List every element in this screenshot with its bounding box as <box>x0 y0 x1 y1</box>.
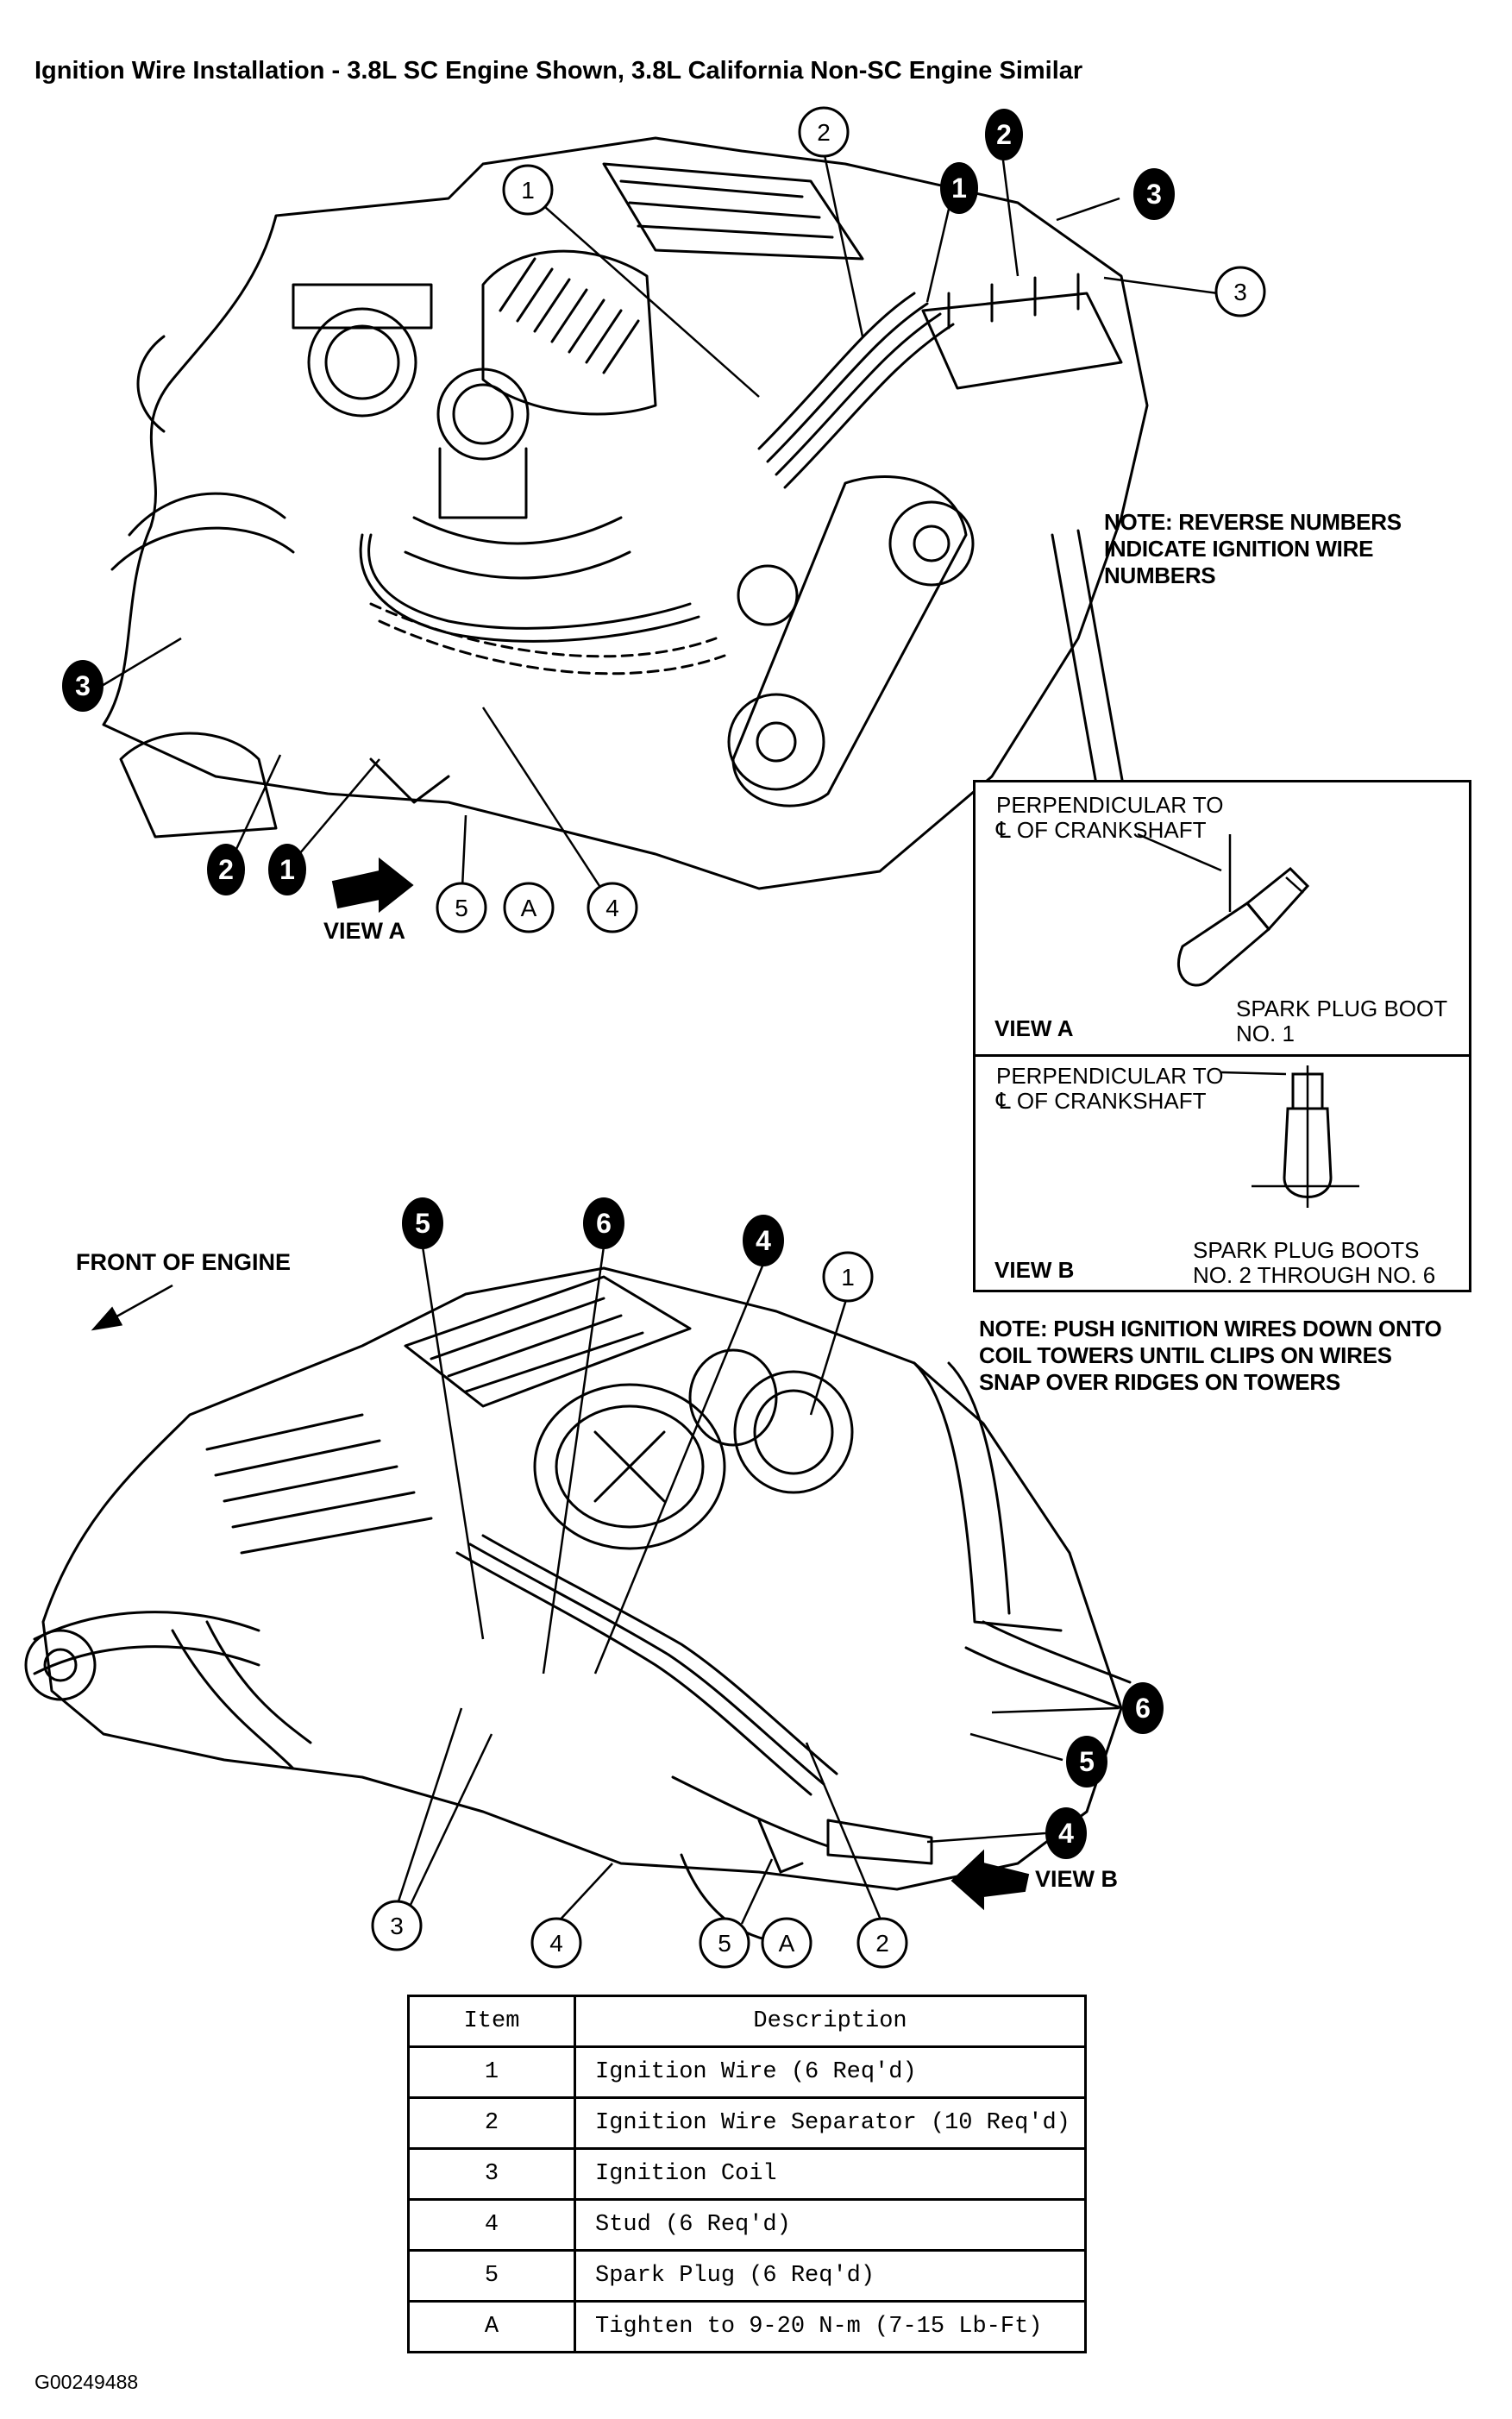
view-a-label: VIEW A <box>323 918 406 944</box>
detail-view-b: PERPENDICULAR TO ℄ OF CRANKSHAFT VIEW B … <box>976 1057 1469 1290</box>
top-callout-3: 3 <box>1233 279 1247 305</box>
detail-view-a: PERPENDICULAR TO ℄ OF CRANKSHAFT VIEW A … <box>976 782 1469 1054</box>
detail-views-panel: PERPENDICULAR TO ℄ OF CRANKSHAFT VIEW A … <box>973 780 1471 1292</box>
bottom-callout-5: 5 <box>718 1930 731 1957</box>
table-header-row: Item Description <box>407 1995 1087 2048</box>
table-row: A Tighten to 9-20 N-m (7-15 Lb-Ft) <box>407 2300 1087 2353</box>
table-row: 2 Ignition Wire Separator (10 Req'd) <box>407 2096 1087 2150</box>
top-callout-5: 5 <box>455 895 468 921</box>
bottom-reverse-4a: 4 <box>756 1225 771 1256</box>
table-row: 5 Spark Plug (6 Req'd) <box>407 2249 1087 2303</box>
bottom-reverse-callouts <box>402 1197 1164 1859</box>
table-cell-item: 3 <box>407 2147 576 2201</box>
top-callout-leaders <box>101 150 1219 907</box>
top-reverse-2a: 2 <box>996 119 1012 150</box>
bottom-reverse-5b: 5 <box>1079 1746 1095 1777</box>
table-cell-description: Tighten to 9-20 N-m (7-15 Lb-Ft) <box>574 2300 1087 2353</box>
bottom-reverse-6a: 6 <box>596 1208 612 1239</box>
view-a-title: VIEW A <box>994 1015 1074 1041</box>
bottom-callout-3: 3 <box>390 1913 404 1939</box>
table-header-description: Description <box>574 1995 1087 2048</box>
top-callout-4: 4 <box>605 895 619 921</box>
view-a-reference: PERPENDICULAR TO ℄ OF CRANKSHAFT <box>996 792 1224 843</box>
table-cell-item: A <box>407 2300 576 2353</box>
top-open-callouts <box>436 106 1266 933</box>
parts-table: Item Description 1 Ignition Wire (6 Req'… <box>407 1995 1087 2353</box>
top-reverse-3b: 3 <box>75 670 91 701</box>
table-cell-item: 5 <box>407 2249 576 2303</box>
table-cell-item: 1 <box>407 2045 576 2099</box>
view-b-arrow <box>950 1849 1030 1911</box>
detail-divider <box>976 1054 1469 1057</box>
table-header-item: Item <box>407 1995 576 2048</box>
top-callout-2: 2 <box>817 119 831 146</box>
bottom-callout-leaders <box>395 1246 1120 1925</box>
table-cell-description: Stud (6 Req'd) <box>574 2198 1087 2252</box>
bottom-reverse-6b: 6 <box>1135 1693 1151 1724</box>
top-reverse-2b: 2 <box>218 854 234 885</box>
bottom-callout-1: 1 <box>841 1264 855 1291</box>
table-cell-description: Ignition Wire (6 Req'd) <box>574 2045 1087 2099</box>
bottom-open-callouts <box>371 1251 908 1969</box>
table-cell-item: 2 <box>407 2096 576 2150</box>
table-cell-description: Ignition Coil <box>574 2147 1087 2201</box>
top-callout-1: 1 <box>521 177 535 204</box>
figure-id: G00249488 <box>35 2371 139 2393</box>
top-reverse-3a: 3 <box>1146 179 1162 210</box>
view-b-label: VIEW B <box>1035 1866 1119 1892</box>
top-reverse-callouts <box>62 109 1175 895</box>
note-reverse-numbers: NOTE: REVERSE NUMBERS INDICATE IGNITION … <box>1104 509 1402 588</box>
view-b-title: VIEW B <box>994 1257 1075 1283</box>
view-a-caption: SPARK PLUG BOOT NO. 1 <box>1236 996 1448 1046</box>
note-push-wires: NOTE: PUSH IGNITION WIRES DOWN ONTO COIL… <box>979 1316 1442 1395</box>
table-row: 1 Ignition Wire (6 Req'd) <box>407 2045 1087 2099</box>
table-cell-description: Ignition Wire Separator (10 Req'd) <box>574 2096 1087 2150</box>
table-row: 4 Stud (6 Req'd) <box>407 2198 1087 2252</box>
bottom-reverse-5a: 5 <box>415 1208 430 1239</box>
top-callout-a: A <box>521 895 537 921</box>
top-reverse-1b: 1 <box>279 854 295 885</box>
top-engine-drawing <box>102 136 1149 890</box>
table-cell-item: 4 <box>407 2198 576 2252</box>
page-title: Ignition Wire Installation - 3.8L SC Eng… <box>35 57 1083 85</box>
bottom-engine-drawing <box>24 1266 1132 1945</box>
view-b-caption: SPARK PLUG BOOTS NO. 2 THROUGH NO. 6 <box>1193 1237 1436 1288</box>
bottom-callout-2: 2 <box>875 1930 889 1957</box>
top-reverse-1a: 1 <box>951 173 967 204</box>
bottom-callout-4: 4 <box>549 1930 563 1957</box>
spark-plug-boot-b-drawing <box>1220 1065 1359 1208</box>
view-b-reference: PERPENDICULAR TO ℄ OF CRANKSHAFT <box>996 1063 1224 1114</box>
spark-plug-boot-a-drawing <box>1137 833 1310 987</box>
table-row: 3 Ignition Coil <box>407 2147 1087 2201</box>
bottom-reverse-4b: 4 <box>1058 1818 1074 1849</box>
bottom-callout-a: A <box>779 1930 795 1957</box>
table-cell-description: Spark Plug (6 Req'd) <box>574 2249 1087 2303</box>
front-of-engine-label: FRONT OF ENGINE <box>76 1249 291 1275</box>
view-a-arrow <box>331 857 414 914</box>
front-of-engine-arrow <box>91 1284 173 1331</box>
